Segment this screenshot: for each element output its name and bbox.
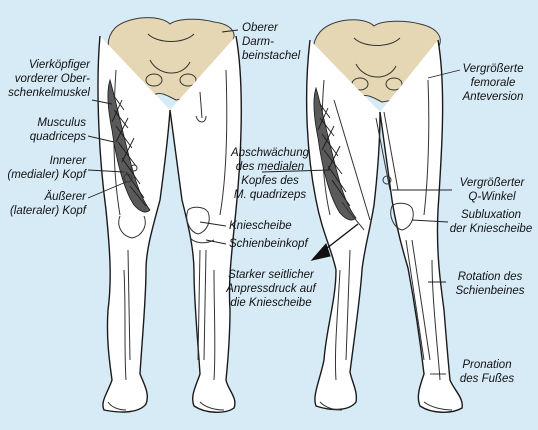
label-anpressdruck: Starker seitlicher Anpressdruck auf die … — [226, 269, 316, 309]
pressure-arrow — [310, 223, 359, 261]
quadriceps-muscle-left — [107, 78, 151, 213]
label-schienbeinkopf: Schienbeinkopf — [229, 238, 308, 250]
label-innerer-kopf: Innerer (medialer) Kopf — [7, 155, 86, 181]
label-q-winkel: Vergrößerter Q-Winkel — [459, 177, 525, 203]
label-subluxation: Subluxation der Kniescheibe — [449, 209, 533, 235]
label-pronation: Pronation des Fußes — [459, 359, 515, 385]
label-musculus-quadriceps: Musculus quadriceps — [29, 117, 86, 143]
leader-lines — [87, 29, 461, 375]
label-femorale-anteversion: Vergrößerte femorale Anteversion — [462, 63, 524, 103]
label-kniescheibe: Kniescheibe — [229, 220, 292, 232]
maltracking-legs-figure — [305, 19, 463, 413]
label-vierkoepfiger-muskel: Vierköpfiger vorderer Ober- schenkelmusk… — [8, 59, 90, 99]
bones-right — [333, 99, 431, 361]
label-rotation: Rotation des Schienbeines — [455, 271, 525, 297]
label-abschwaechung: Abschwächung des medialen Kopfes des M. … — [231, 147, 309, 201]
normal-legs-figure — [97, 17, 242, 413]
feet-left — [107, 401, 225, 411]
quadriceps-muscle-right — [313, 86, 357, 221]
feet-right — [319, 401, 453, 411]
label-oberer-darmbeinstachel: Oberer Darm- beinstachel — [242, 22, 301, 62]
label-aeusserer-kopf: Äußerer (lateraler) Kopf — [9, 191, 86, 217]
